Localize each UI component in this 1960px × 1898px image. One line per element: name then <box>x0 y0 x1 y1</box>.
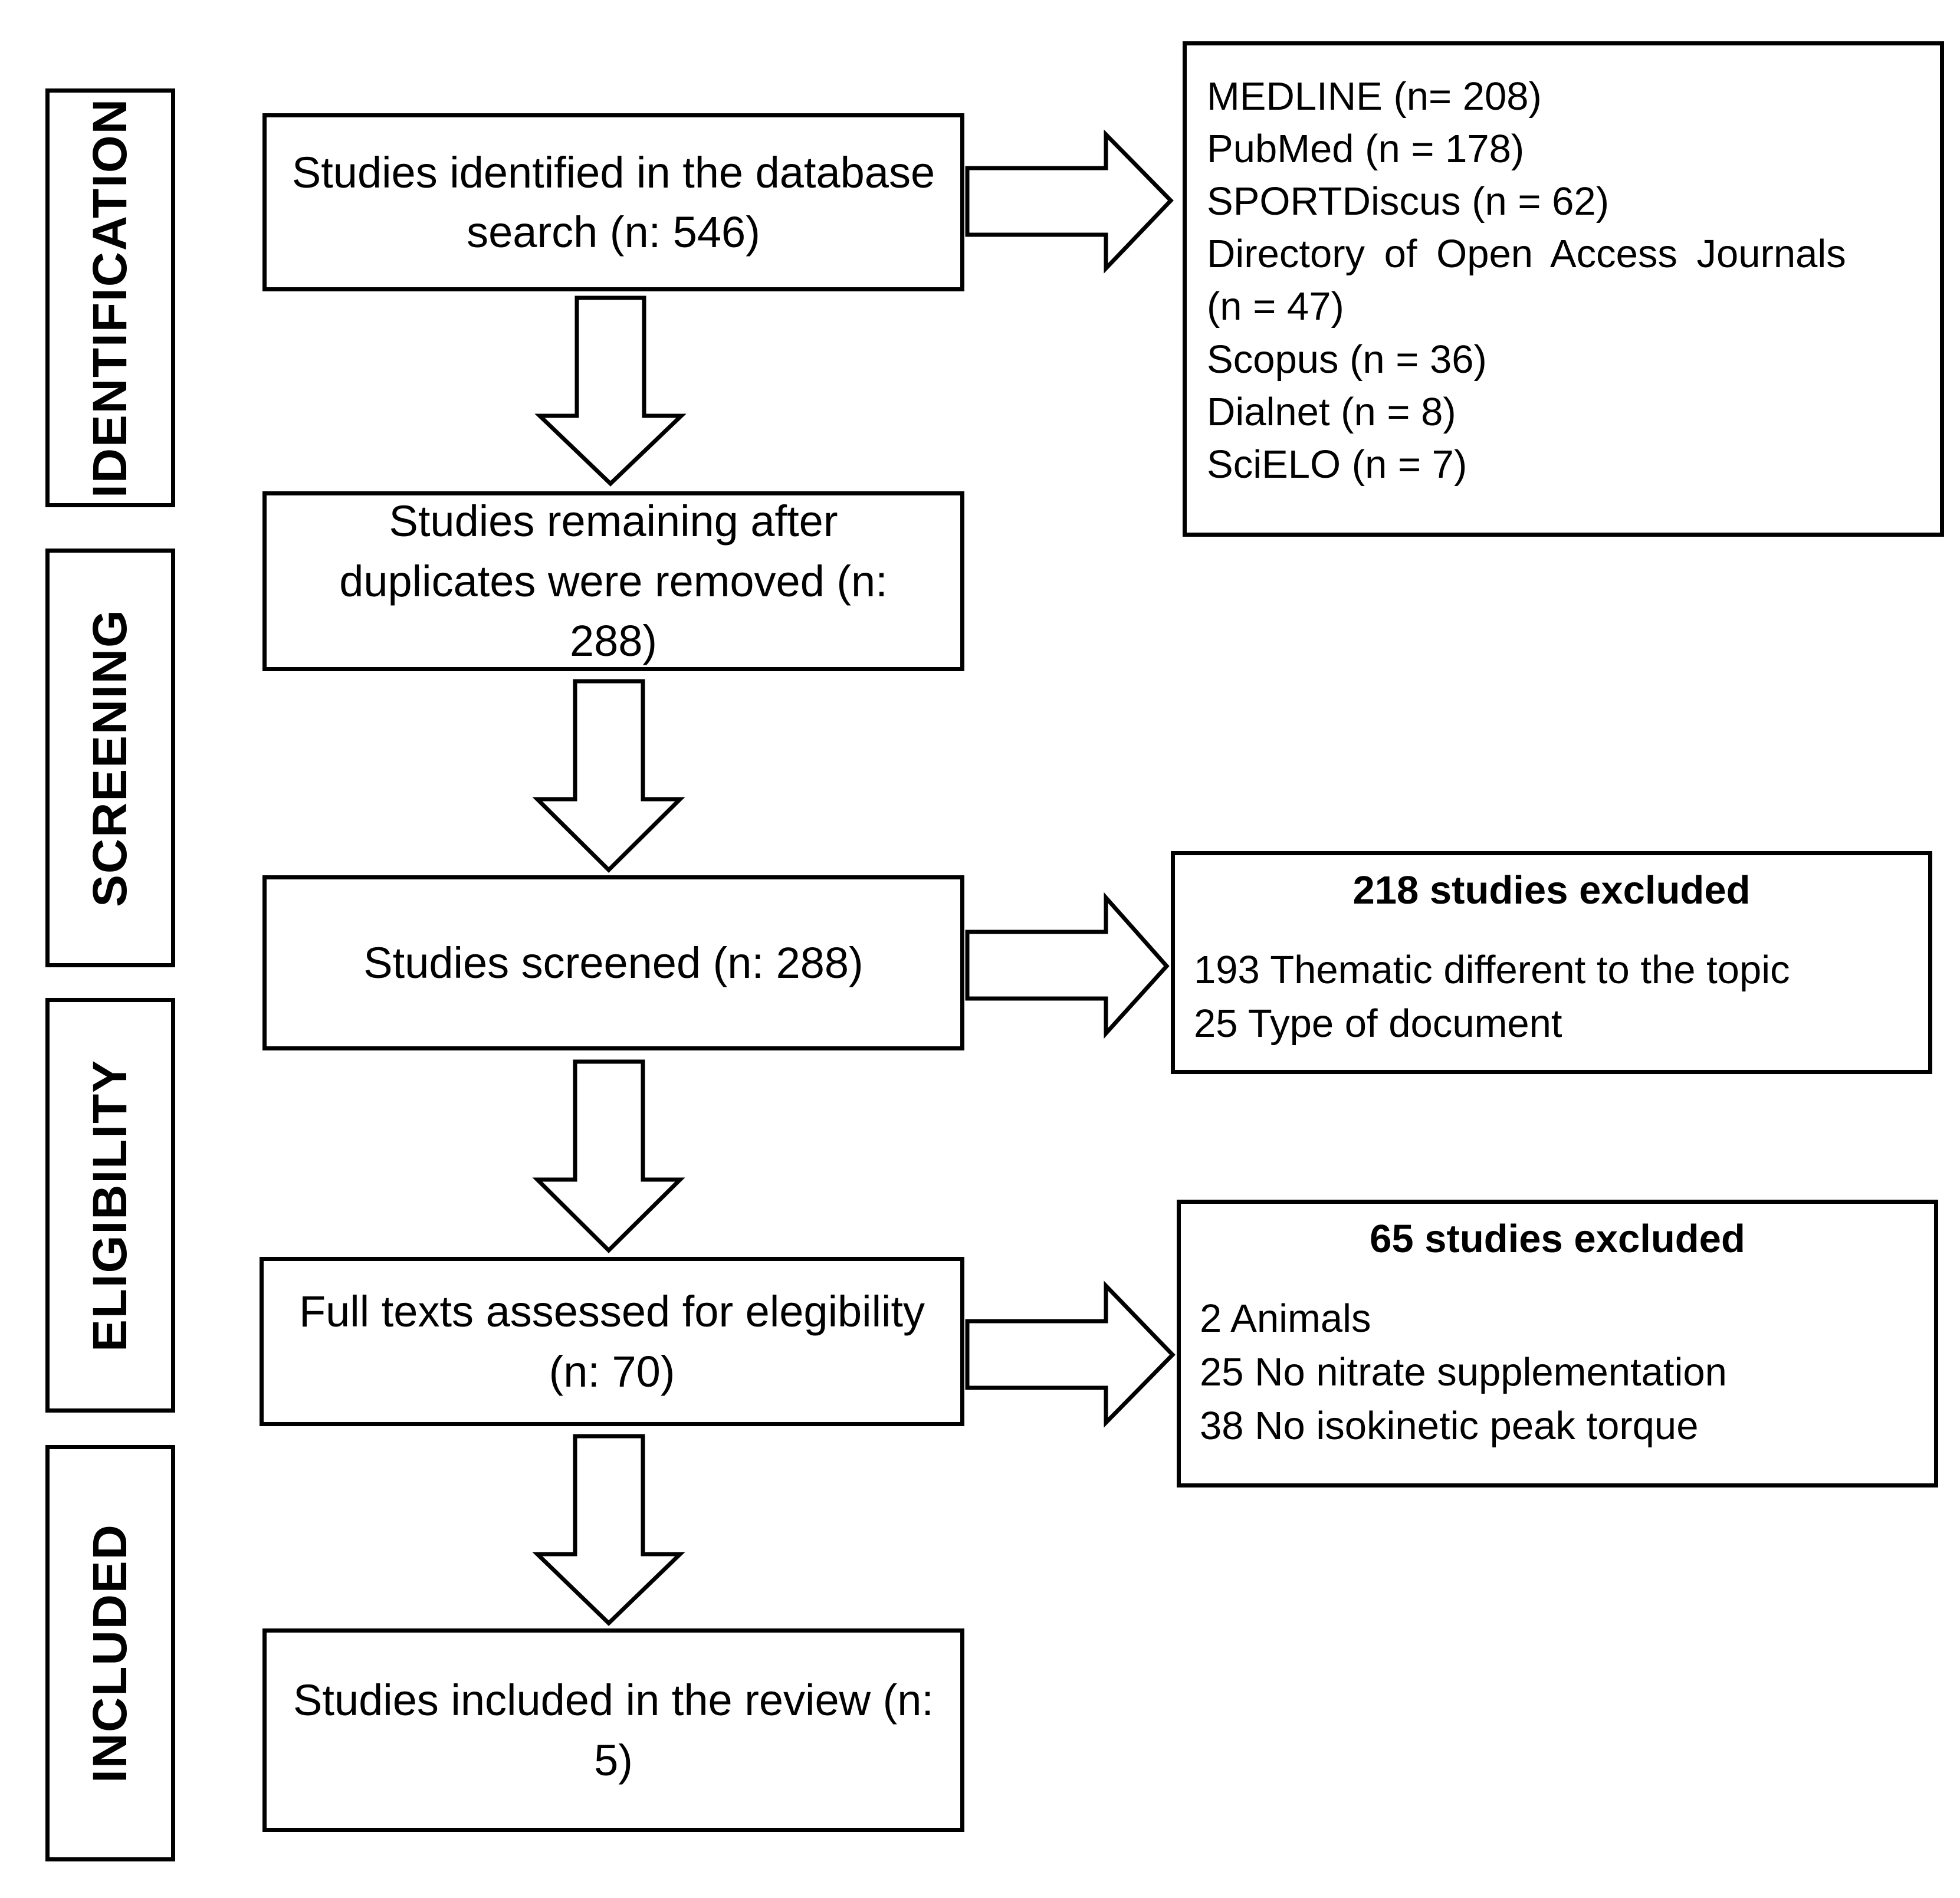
database-entry: MEDLINE (n= 208) <box>1207 74 1542 119</box>
down-arrow-icon <box>532 679 685 873</box>
screened-box: Studies screened (n: 288) <box>262 875 964 1050</box>
identified-text: Studies identified in the database searc… <box>291 147 935 257</box>
right-arrow-icon <box>965 129 1174 274</box>
identified-box: Studies identified in the database searc… <box>262 113 964 291</box>
full-texts-text: Full texts assessed for elegibility (n: … <box>298 1287 925 1396</box>
full-texts-box: Full texts assessed for elegibility (n: … <box>260 1257 964 1426</box>
stage-eligibility: ELIGIBILITY <box>45 998 175 1413</box>
database-entry: (n = 47) <box>1207 284 1344 329</box>
right-arrow-icon <box>965 1280 1176 1428</box>
included-box: Studies included in the review (n: 5) <box>262 1628 964 1832</box>
screening-exclusion-box: 218 studies excluded 193 Thematic differ… <box>1171 851 1932 1074</box>
eligibility-exclusion-box: 65 studies excluded 2 Animals 25 No nitr… <box>1177 1200 1938 1487</box>
duplicates-removed-box: Studies remaining after duplicates were … <box>262 491 964 671</box>
database-entry: Directory of Open Access Journals <box>1207 232 1846 277</box>
stage-screening: SCREENING <box>45 549 175 967</box>
right-arrow-icon <box>965 892 1170 1039</box>
exclusion-reason: 25 Type of document <box>1194 1001 1562 1046</box>
databases-box: MEDLINE (n= 208) PubMed (n = 178) SPORTD… <box>1183 41 1944 537</box>
database-entry: SPORTDiscus (n = 62) <box>1207 179 1610 224</box>
database-entry: SciELO (n = 7) <box>1207 442 1467 487</box>
stage-included: INCLUDED <box>45 1445 175 1861</box>
down-arrow-icon <box>532 1059 685 1253</box>
exclusion-reason: 25 No nitrate supplementation <box>1200 1350 1727 1395</box>
exclusion-heading: 218 studies excluded <box>1352 868 1751 912</box>
exclusion-heading: 65 studies excluded <box>1370 1217 1745 1261</box>
database-entry: PubMed (n = 178) <box>1207 127 1525 172</box>
stage-identification: IDENTIFICATION <box>45 88 175 507</box>
exclusion-reason: 193 Thematic different to the topic <box>1194 948 1790 993</box>
exclusion-reason: 38 No isokinetic peak torque <box>1200 1404 1699 1449</box>
down-arrow-icon <box>534 295 687 487</box>
exclusion-reason: 2 Animals <box>1200 1296 1371 1341</box>
included-text: Studies included in the review (n: 5) <box>293 1676 934 1785</box>
screened-text: Studies screened (n: 288) <box>363 938 864 987</box>
database-entry: Dialnet (n = 8) <box>1207 389 1456 434</box>
duplicates-removed-text: Studies remaining after duplicates were … <box>339 497 888 666</box>
database-entry: Scopus (n = 36) <box>1207 337 1487 382</box>
down-arrow-icon <box>532 1434 685 1626</box>
